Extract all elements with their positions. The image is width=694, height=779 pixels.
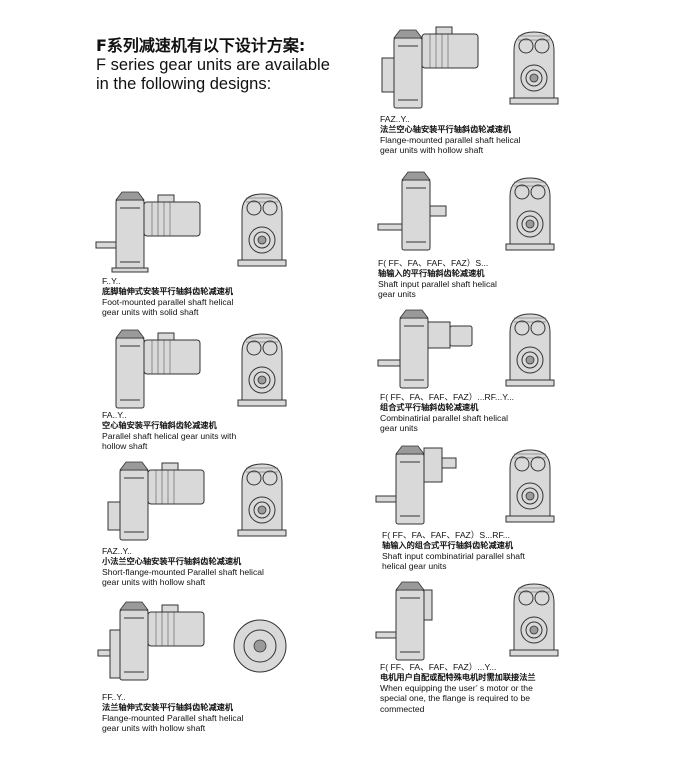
design-shaft-input-caption: F( FF、FA、FAF、FAZ）S... 轴输入的平行轴斜齿轮减速机 Shaf…: [378, 258, 497, 300]
design-combinatirial-caption: F( FF、FA、FAF、FAZ）...RF...Y... 组合式平行轴斜齿轮减…: [380, 392, 514, 434]
design-shaft-input-combinatirial-caption: F( FF、FA、FAF、FAZ）S...RF... 轴输入的组合式平行轴斜齿轮…: [382, 530, 525, 572]
design-chinese: 空心轴安装平行轴斜齿轮减速机: [102, 420, 217, 431]
design-chinese: 底脚轴伸式安装平行轴斜齿轮减速机: [102, 286, 234, 297]
design-combinatirial-drawing: [377, 309, 555, 389]
design-code: FAZ..Y..: [102, 546, 132, 556]
design-chinese: 轴输入的平行轴斜齿轮减速机: [378, 268, 485, 279]
heading-english-line-1: F series gear units are available: [96, 56, 330, 74]
design-code: F( FF、FA、FAF、FAZ）S...RF...: [382, 530, 510, 540]
design-f-y-caption: F..Y.. 底脚轴伸式安装平行轴斜齿轮减速机 Foot-mounted par…: [102, 276, 233, 318]
design-faz-flange-caption: FAZ..Y.. 法兰空心轴安装平行轴斜齿轮减速机 Flange-mounted…: [380, 114, 520, 156]
design-chinese: 小法兰空心轴安装平行轴斜齿轮减速机: [102, 556, 242, 567]
design-f-y-drawing: [95, 191, 287, 273]
design-english-line: Flange-mounted Parallel shaft helical: [102, 712, 244, 723]
design-english-line: helical gear units: [382, 561, 447, 572]
design-chinese: 电机用户自配或配特殊电机时需加联接法兰: [380, 672, 536, 683]
design-english-line: Parallel shaft helical gear units with: [102, 430, 237, 441]
design-user-motor-flange-drawing: [375, 581, 559, 661]
design-english-line: gear units with hollow shaft: [102, 577, 206, 588]
design-english-line: Shaft input combinatirial parallel shaft: [382, 550, 525, 561]
design-english-line: gear units with solid shaft: [102, 307, 199, 318]
design-chinese: 法兰空心轴安装平行轴斜齿轮减速机: [380, 124, 512, 135]
design-chinese: 法兰轴伸式安装平行轴斜齿轮减速机: [102, 702, 234, 713]
design-english-line: Flange-mounted parallel shaft helical: [380, 134, 521, 145]
design-english-line: special one, the flange is required to b…: [380, 693, 531, 704]
design-english-line: When equipping the user’ s motor or the: [380, 682, 533, 693]
design-english-line: Combinatirial parallel shaft helical: [380, 412, 509, 423]
design-code: F..Y..: [102, 276, 121, 286]
design-code: FF..Y..: [102, 692, 126, 702]
design-faz-short-flange-caption: FAZ..Y.. 小法兰空心轴安装平行轴斜齿轮减速机 Short-flange-…: [102, 546, 264, 588]
heading-chinese: F系列减速机有以下设计方案:: [96, 36, 306, 55]
design-fa-y-drawing: [115, 329, 287, 409]
design-code: F( FF、FA、FAF、FAZ）...RF...Y...: [380, 392, 515, 402]
design-code: F( FF、FA、FAF、FAZ）...Y...: [380, 662, 497, 672]
page-heading: F系列减速机有以下设计方案: F series gear units are a…: [96, 36, 330, 94]
design-ff-y-caption: FF..Y.. 法兰轴伸式安装平行轴斜齿轮减速机 Flange-mounted …: [102, 692, 243, 734]
design-user-motor-flange-caption: F( FF、FA、FAF、FAZ）...Y... 电机用户自配或配特殊电机时需加…: [380, 662, 536, 714]
design-chinese: 组合式平行轴斜齿轮减速机: [380, 402, 479, 413]
design-english-line: gear units with hollow shaft: [380, 145, 484, 156]
design-code: FAZ..Y..: [380, 114, 410, 124]
design-ff-y-drawing: [97, 601, 287, 681]
design-english-line: Foot-mounted parallel shaft helical: [102, 296, 234, 307]
design-english-line: commected: [380, 703, 425, 714]
heading-english-line-2: in the following designs:: [96, 75, 272, 93]
design-english-line: Shaft input parallel shaft helical: [378, 278, 497, 289]
design-shaft-input-drawing: [377, 171, 555, 251]
design-english-line: gear units: [380, 423, 418, 434]
design-code: FA..Y..: [102, 410, 127, 420]
design-shaft-input-combinatirial-drawing: [375, 445, 555, 525]
design-english-line: gear units with hollow shaft: [102, 723, 206, 734]
design-english-line: gear units: [378, 289, 416, 300]
design-fa-y-caption: FA..Y.. 空心轴安装平行轴斜齿轮减速机 Parallel shaft he…: [102, 410, 236, 452]
design-code: F( FF、FA、FAF、FAZ）S...: [378, 258, 489, 268]
design-faz-flange-drawing: [381, 26, 559, 109]
design-english-line: Short-flange-mounted Parallel shaft heli…: [102, 566, 264, 577]
design-chinese: 轴输入的组合式平行轴斜齿轮减速机: [382, 540, 514, 551]
design-faz-short-flange-drawing: [107, 461, 287, 541]
design-english-line: hollow shaft: [102, 441, 148, 452]
